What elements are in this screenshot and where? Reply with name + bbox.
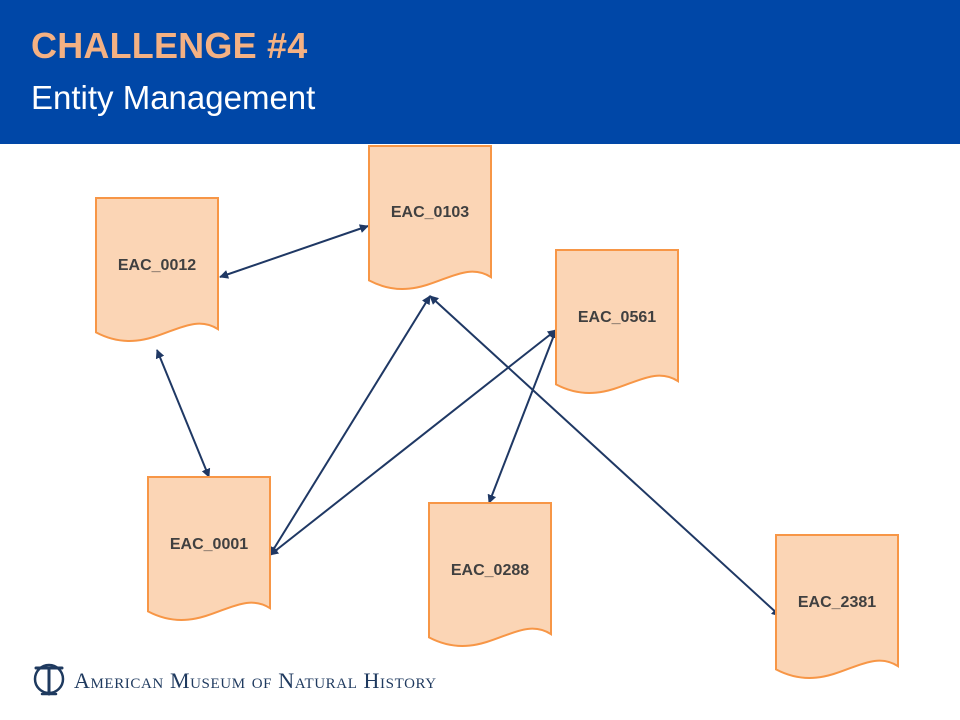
document-shape — [368, 145, 492, 291]
header-band: CHALLENGE #4 Entity Management — [0, 0, 960, 144]
document-node-eac_2381: EAC_2381 — [775, 534, 899, 680]
document-node-eac_0288: EAC_0288 — [428, 502, 552, 648]
amnh-logo-icon — [33, 663, 65, 696]
document-shape — [428, 502, 552, 648]
document-label: EAC_0288 — [451, 562, 529, 579]
document-node-eac_0103: EAC_0103 — [368, 145, 492, 291]
museum-logo: American Museum of Natural History — [30, 658, 460, 700]
document-label: EAC_2381 — [798, 594, 876, 611]
slide-subtitle: Entity Management — [31, 79, 316, 116]
document-label: EAC_0103 — [391, 204, 469, 221]
document-node-eac_0561: EAC_0561 — [555, 249, 679, 395]
connector-eac_0012-eac_0103 — [219, 224, 369, 279]
document-shape — [555, 249, 679, 395]
document-shape — [95, 197, 219, 343]
document-label: EAC_0001 — [170, 536, 248, 553]
document-node-eac_0001: EAC_0001 — [147, 476, 271, 622]
document-shape — [775, 534, 899, 680]
document-node-eac_0012: EAC_0012 — [95, 197, 219, 343]
document-nodes: EAC_0012 EAC_0103EAC_0561EAC_0001EAC_0288… — [95, 145, 899, 680]
slide-title: CHALLENGE #4 — [31, 25, 308, 66]
connector-eac_0001-eac_0103 — [269, 295, 431, 556]
museum-name: American Museum of Natural History — [74, 668, 437, 693]
document-label: EAC_0012 — [118, 257, 196, 274]
document-label: EAC_0561 — [578, 309, 656, 326]
connectors — [155, 224, 781, 617]
connector-eac_0012-eac_0001 — [155, 349, 211, 478]
connector-eac_0103-eac_2381 — [429, 295, 781, 617]
document-shape — [147, 476, 271, 622]
